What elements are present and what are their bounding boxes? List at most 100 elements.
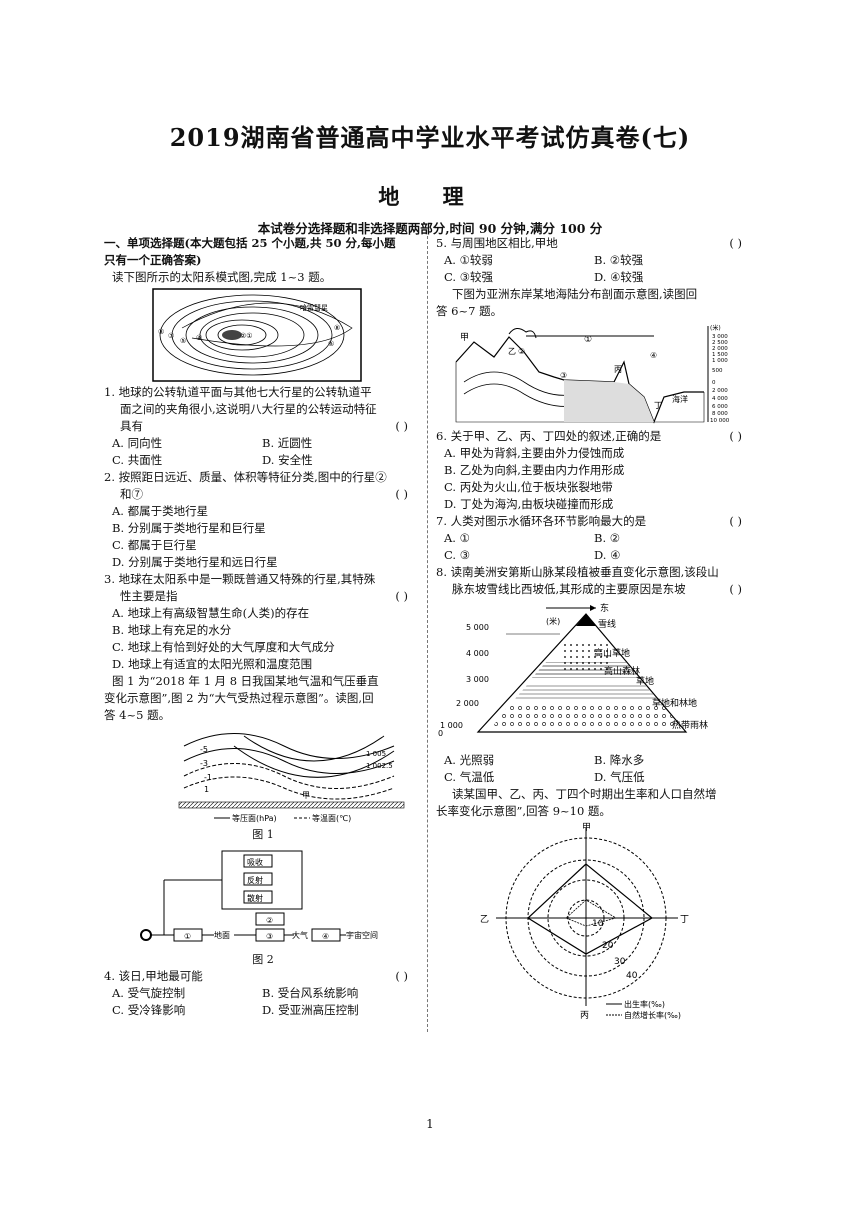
svg-text:反射: 反射 <box>247 875 263 885</box>
q5-option-a[interactable]: A. ①较弱 <box>444 253 493 267</box>
svg-text:④: ④ <box>322 932 329 941</box>
svg-text:⑤: ⑤ <box>328 340 334 348</box>
q7-option-a[interactable]: A. ① <box>444 531 470 545</box>
q3-line1: 3. 地球在太阳系中是一颗既普通又特殊的行星,其特殊 <box>104 572 376 586</box>
svg-text:甲: 甲 <box>302 791 310 800</box>
svg-text:1: 1 <box>204 785 209 794</box>
fig-intro-line2: 变化示意图”,图 2 为“大气受热过程示意图”。读图,回 <box>104 691 374 705</box>
q8-answer-paren[interactable]: ( ) <box>729 582 742 596</box>
svg-text:⑧: ⑧ <box>334 324 340 332</box>
q7-option-b[interactable]: B. ② <box>594 531 621 545</box>
q5-option-c[interactable]: C. ③较强 <box>444 270 494 284</box>
q8-line1: 8. 读南美洲安第斯山脉某段植被垂直变化示意图,该段山 <box>436 565 719 579</box>
q1-option-a[interactable]: A. 同向性 <box>112 436 163 450</box>
q8-option-b[interactable]: B. 降水多 <box>594 753 645 767</box>
q3-option-c[interactable]: C. 地球上有恰到好处的大气厚度和大气成分 <box>112 640 335 654</box>
q6-option-c[interactable]: C. 丙处为火山,位于板块张裂地带 <box>444 480 613 494</box>
axis-label-jia: 甲 <box>582 822 591 833</box>
q7-stem: 7. 人类对图示水循环各环节影响最大的是 <box>436 514 647 528</box>
svg-text:①: ① <box>184 932 191 941</box>
svg-text:10 000: 10 000 <box>710 418 730 424</box>
q5-stem: 5. 与周围地区相比,甲地 <box>436 236 558 250</box>
q3-option-d[interactable]: D. 地球上有适宜的太阳光照和温度范围 <box>112 657 313 671</box>
axis-label-ding: 丁 <box>680 915 689 925</box>
q2-answer-paren[interactable]: ( ) <box>395 487 408 501</box>
svg-text:8 000: 8 000 <box>712 411 728 417</box>
q2-option-c[interactable]: C. 都属于巨行星 <box>112 538 197 552</box>
section-heading: 一、单项选择题(本大题包括 25 个小题,共 50 分,每小题 <box>104 236 396 250</box>
q4-option-c[interactable]: C. 受冷锋影响 <box>112 1003 186 1017</box>
figure2-caption: 图 2 <box>252 953 274 966</box>
q5-answer-paren[interactable]: ( ) <box>729 236 742 250</box>
q6-option-b[interactable]: B. 乙处为向斜,主要由内力作用形成 <box>444 463 625 477</box>
q1-option-c[interactable]: C. 共面性 <box>112 453 163 467</box>
right-column: 5. 与周围地区相比,甲地 ( ) A. ①较弱 B. ②较强 C. ③较强 D. ④… <box>436 235 756 1024</box>
svg-text:-1: -1 <box>204 773 212 782</box>
q8-option-a[interactable]: A. 光照弱 <box>444 753 495 767</box>
legend-natural-growth: 自然增长率(‰) <box>624 1010 681 1020</box>
svg-text:丁: 丁 <box>654 401 662 410</box>
q4-answer-paren[interactable]: ( ) <box>395 969 408 983</box>
q6-answer-paren[interactable]: ( ) <box>729 429 742 443</box>
svg-text:散射: 散射 <box>247 893 263 903</box>
q4-option-b[interactable]: B. 受台风系统影响 <box>262 986 359 1000</box>
fig-intro-line3: 答 4~5 题。 <box>104 708 171 722</box>
q6-option-a[interactable]: A. 甲处为背斜,主要由外力侵蚀而成 <box>444 446 625 460</box>
q1-option-d[interactable]: D. 安全性 <box>262 453 313 467</box>
q3-line2: 性主要是指 <box>120 589 178 603</box>
q4-option-a[interactable]: A. 受气旋控制 <box>112 986 186 1000</box>
svg-text:1 500: 1 500 <box>712 352 728 358</box>
q8-option-c[interactable]: C. 气温低 <box>444 770 495 784</box>
svg-text:吸收: 吸收 <box>247 857 263 867</box>
svg-text:0: 0 <box>712 380 716 386</box>
svg-text:①: ① <box>584 335 592 345</box>
q2-option-a[interactable]: A. 都属于类地行星 <box>112 504 209 518</box>
svg-text:4 000: 4 000 <box>712 396 728 402</box>
q7-option-d[interactable]: D. ④ <box>594 548 621 562</box>
q7-answer-paren[interactable]: ( ) <box>729 514 742 528</box>
q5-option-b[interactable]: B. ②较强 <box>594 253 644 267</box>
radar-intro-line1: 读某国甲、乙、丙、丁四个时期出生率和人口自然增 <box>452 787 717 801</box>
q1-line3: 具有 <box>120 419 143 433</box>
q7-option-c[interactable]: C. ③ <box>444 548 471 562</box>
halley-label: 哈雷彗星 <box>300 303 328 312</box>
q5-option-d[interactable]: D. ④较强 <box>594 270 644 284</box>
svg-text:3 000: 3 000 <box>466 675 489 684</box>
svg-text:1 000: 1 000 <box>440 721 463 730</box>
page-number: 1 <box>426 1117 434 1131</box>
mountain-zonation-figure: 东 (米) 5 000 4 000 3 000 2 000 1 000 0 雪线… <box>438 602 708 738</box>
q3-option-a[interactable]: A. 地球上有高级智慧生命(人类)的存在 <box>112 606 310 620</box>
pressure-temperature-figure: -5 -3 -1 1 1 005 1 002.5 甲 等压面(hPa) 等温面(… <box>178 733 405 823</box>
q3-option-b[interactable]: B. 地球上有充足的水分 <box>112 623 232 637</box>
svg-text:⑧: ⑧ <box>158 328 164 336</box>
subject-heading: 地 理 <box>378 184 482 209</box>
q2-line2: 和⑦ <box>120 487 143 501</box>
svg-text:10: 10 <box>592 919 604 929</box>
q2-option-d[interactable]: D. 分别属于类地行星和远日行星 <box>112 555 278 569</box>
coastal-profile-figure: ① 甲 ② 乙 ③ 丙 ④ 丁 海洋 (米) 3 000 2 500 2 000… <box>455 324 730 424</box>
svg-text:2 000: 2 000 <box>712 346 728 352</box>
svg-text:⑦: ⑦ <box>168 332 174 340</box>
q1-answer-paren[interactable]: ( ) <box>395 419 408 433</box>
q4-stem: 4. 该日,甲地最可能 <box>104 969 203 983</box>
q2-option-b[interactable]: B. 分别属于类地行星和巨行星 <box>112 521 266 535</box>
q4-option-d[interactable]: D. 受亚洲高压控制 <box>262 1003 359 1017</box>
svg-text:大气: 大气 <box>292 930 308 940</box>
svg-text:1 005: 1 005 <box>366 750 386 758</box>
axis-label-bing: 丙 <box>580 1010 589 1021</box>
svg-text:东: 东 <box>600 602 609 614</box>
q3-answer-paren[interactable]: ( ) <box>395 589 408 603</box>
section-intro-line1: 下图为亚洲东岸某地海陆分布剖面示意图,读图回 <box>452 287 698 301</box>
svg-text:④: ④ <box>196 334 202 342</box>
section-heading-cont: 只有一个正确答案) <box>104 253 202 267</box>
section-intro-line2: 答 6~7 题。 <box>436 304 503 318</box>
svg-text:②: ② <box>518 347 525 356</box>
q1-option-b[interactable]: B. 近圆性 <box>262 436 313 450</box>
legend-birth-rate: 出生率(‰) <box>624 999 665 1009</box>
q6-option-d[interactable]: D. 丁处为海沟,由板块碰撞而形成 <box>444 497 614 511</box>
svg-text:6 000: 6 000 <box>712 404 728 410</box>
q8-option-d[interactable]: D. 气压低 <box>594 770 645 784</box>
q1-line1: 1. 地球的公转轨道平面与其他七大行星的公转轨道平 <box>104 385 372 399</box>
svg-text:地面: 地面 <box>214 930 230 940</box>
